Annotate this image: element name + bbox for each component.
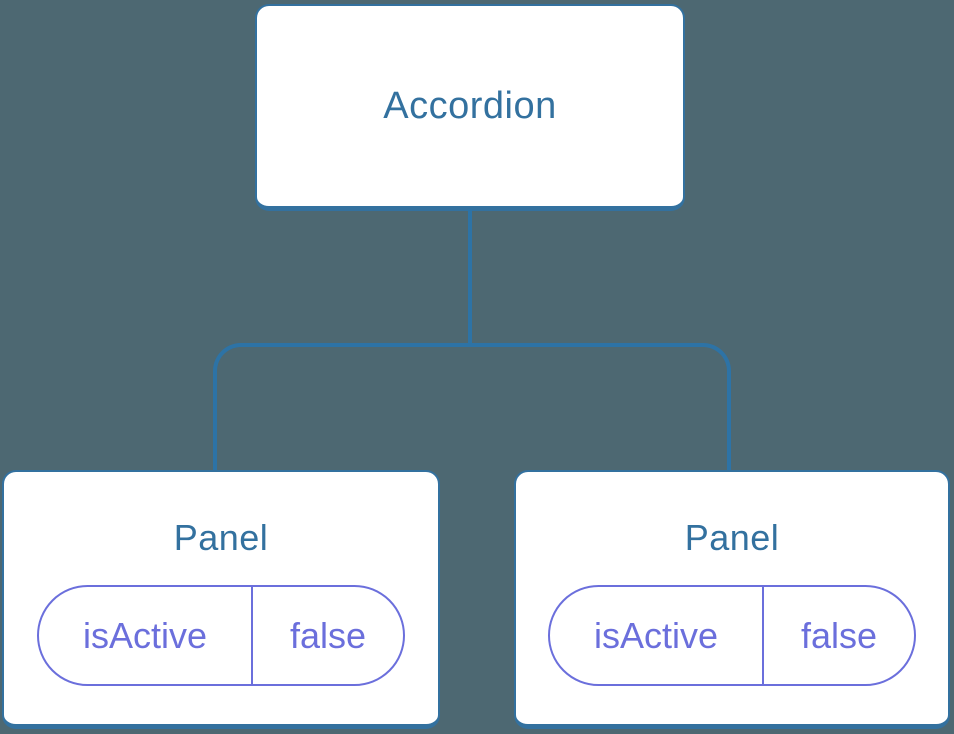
panel-1-state-key: isActive <box>39 587 253 685</box>
panel-2-label: Panel <box>684 517 780 558</box>
accordion-node-label: Accordion <box>383 84 557 127</box>
tree-node-panel-2: Panel isActive false <box>514 470 950 729</box>
panel-2-state-pill: isActive false <box>548 585 916 687</box>
panel-2-state-key: isActive <box>550 587 764 685</box>
panel-1-state-value: false <box>289 614 367 656</box>
connector-stem <box>468 209 472 345</box>
connector-bracket <box>213 343 731 470</box>
panel-1-label: Panel <box>173 517 269 558</box>
panel-1-state-pill: isActive false <box>37 585 405 687</box>
panel-2-state-value: false <box>800 614 878 656</box>
tree-node-panel-1: Panel isActive false <box>2 470 440 729</box>
tree-node-accordion: Accordion <box>255 4 685 211</box>
